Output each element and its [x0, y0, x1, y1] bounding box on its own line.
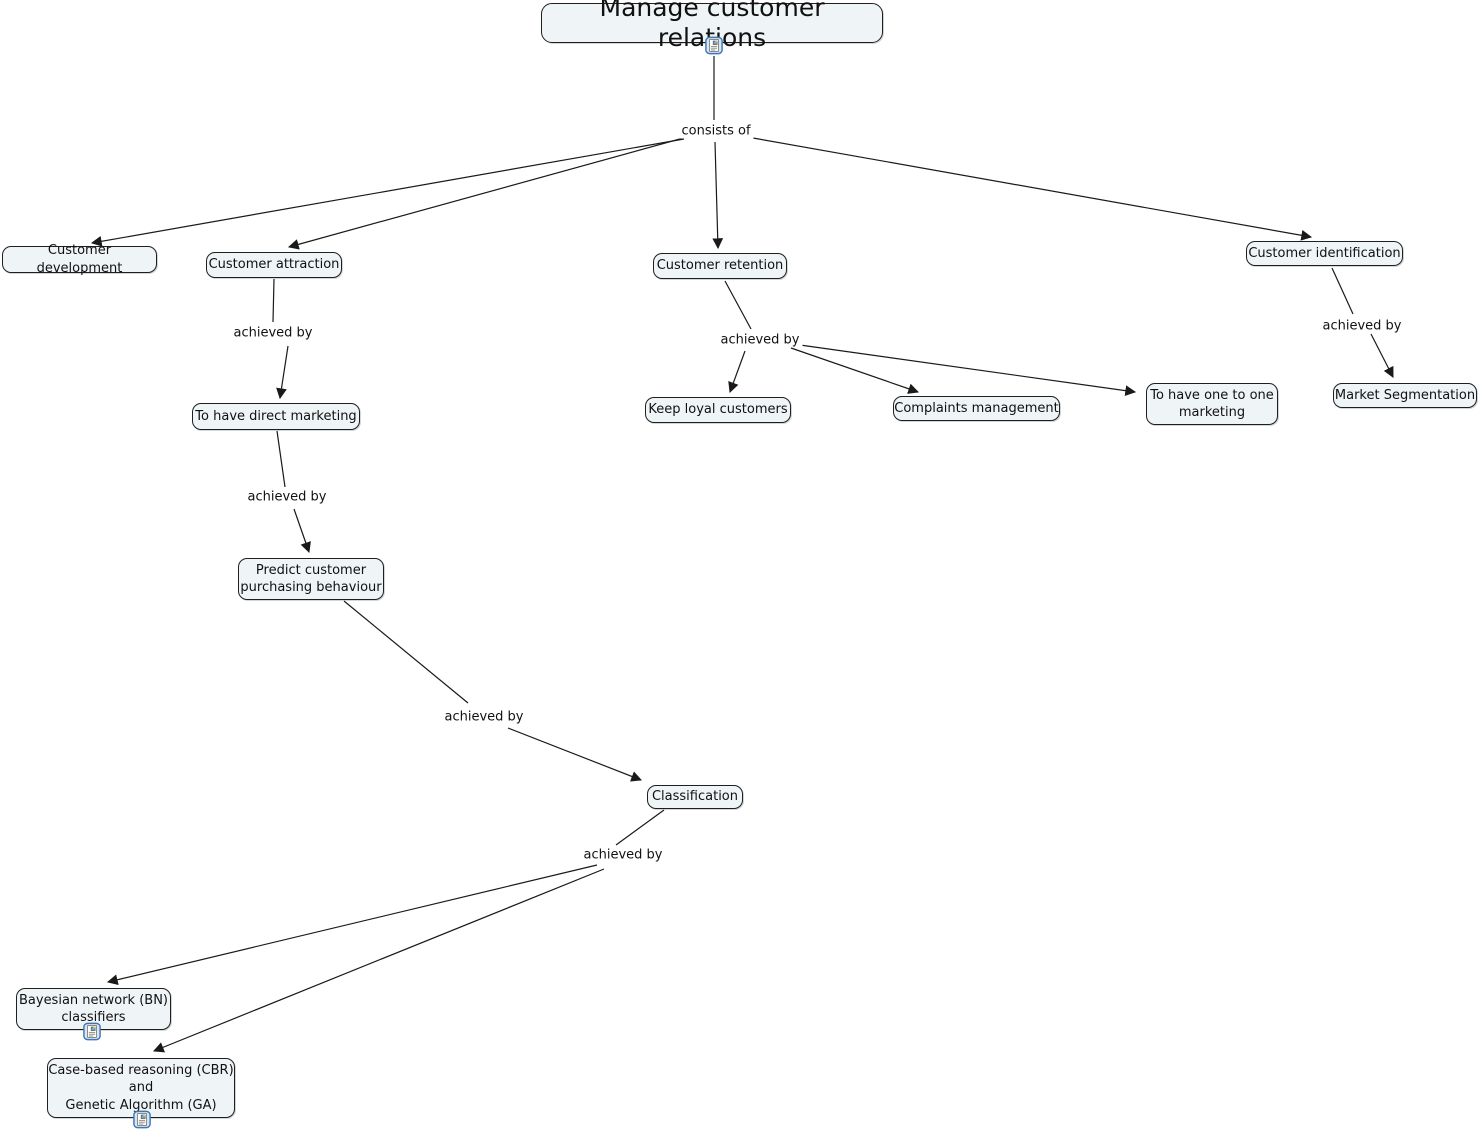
link-label-achieved-by-attraction[interactable]: achieved by	[230, 325, 316, 341]
link-label-achieved-by-identification[interactable]: achieved by	[1319, 318, 1405, 334]
link-label-achieved-by-marketing[interactable]: achieved by	[244, 489, 330, 505]
resource-icon-bayesian-network-classifiers[interactable]	[83, 1022, 101, 1041]
node-to-have-direct-marketing[interactable]: To have direct marketing	[192, 403, 360, 430]
link-label-achieved-by-classification[interactable]: achieved by	[580, 847, 666, 863]
node-market-segmentation[interactable]: Market Segmentation	[1333, 383, 1477, 408]
resource-icon-case-based-reasoning[interactable]	[133, 1110, 151, 1129]
node-to-have-one-to-one-marketing[interactable]: To have one to one marketing	[1146, 383, 1278, 425]
node-keep-loyal-customers[interactable]: Keep loyal customers	[645, 397, 791, 423]
link-label-consists-of[interactable]: consists of	[678, 123, 754, 139]
node-predict-customer-purchasing-behaviour[interactable]: Predict customer purchasing behaviour	[238, 558, 384, 600]
node-case-based-reasoning-genetic-algorithm[interactable]: Case-based reasoning (CBR) and Genetic A…	[47, 1058, 235, 1118]
resource-icon-manage-customer-relations[interactable]	[705, 36, 723, 55]
node-customer-attraction[interactable]: Customer attraction	[206, 252, 342, 278]
link-label-achieved-by-retention[interactable]: achieved by	[717, 332, 803, 348]
link-label-achieved-by-predict[interactable]: achieved by	[441, 709, 527, 725]
node-customer-development[interactable]: Customer development	[2, 243, 157, 276]
node-complaints-management[interactable]: Complaints management	[893, 396, 1060, 421]
node-customer-retention[interactable]: Customer retention	[653, 253, 787, 279]
node-classification[interactable]: Classification	[647, 785, 743, 809]
node-customer-identification[interactable]: Customer identification	[1246, 241, 1403, 266]
